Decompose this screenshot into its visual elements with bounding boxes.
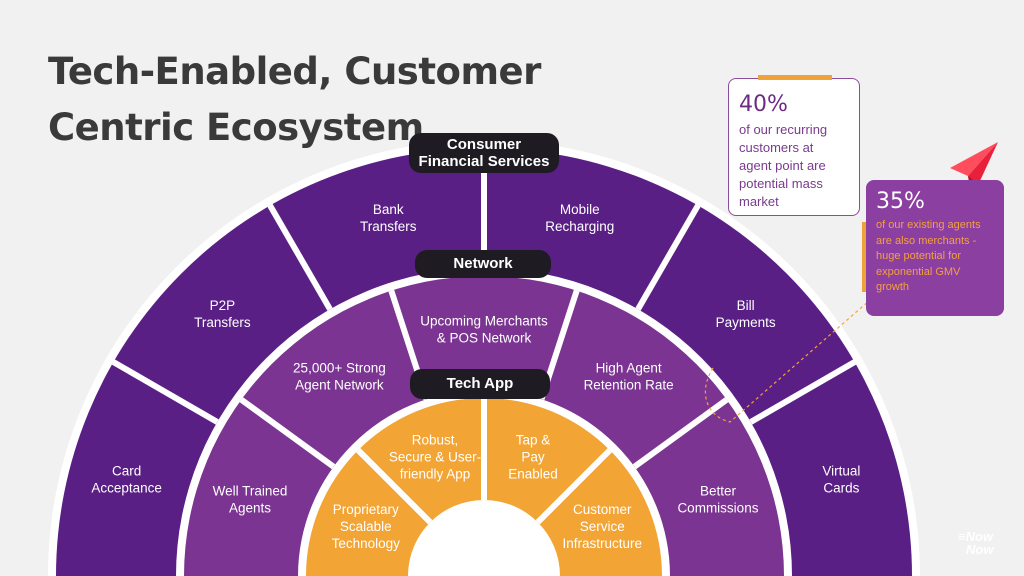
stat-value: 35% <box>876 189 925 214</box>
stat-card-recurring-customers: 40% of our recurring customers at agent … <box>728 78 860 216</box>
page-title: Tech-Enabled, Customer Centric Ecosystem <box>48 44 541 156</box>
stat-value: 40% <box>739 92 788 117</box>
layer-label-tech-app: Tech App <box>410 369 550 399</box>
outer-divider <box>111 359 219 425</box>
brand-logo: ≡Now Now <box>958 529 994 557</box>
card-accent-bar <box>758 75 832 80</box>
inner-segment-label: Robust,Secure & User-friendly App <box>389 433 481 482</box>
inner-divider <box>535 448 612 525</box>
inner-divider <box>356 448 433 525</box>
middle-segment-label: Upcoming Merchants& POS Network <box>420 314 548 346</box>
middle-divider <box>239 397 336 470</box>
title-line-2: Centric Ecosystem <box>48 106 424 149</box>
title-line-1: Tech-Enabled, Customer <box>48 50 541 93</box>
middle-ring <box>184 276 784 576</box>
stat-card-existing-agents: 35% of our existing agents are also merc… <box>866 180 1004 316</box>
middle-divider <box>632 397 729 470</box>
stat-description: of our existing agents are also merchant… <box>876 219 981 293</box>
card-accent-bar <box>862 222 866 292</box>
layer-label-consumer-financial-services: Consumer Financial Services <box>409 133 559 173</box>
layer-label-network: Network <box>415 250 551 278</box>
outer-ring <box>56 148 912 576</box>
stat-description: of our recurring customers at agent poin… <box>739 122 828 209</box>
outer-divider <box>635 203 701 311</box>
outer-divider <box>749 359 857 425</box>
outer-divider <box>267 203 333 311</box>
center-hub <box>414 506 554 576</box>
connector-line <box>704 299 871 423</box>
